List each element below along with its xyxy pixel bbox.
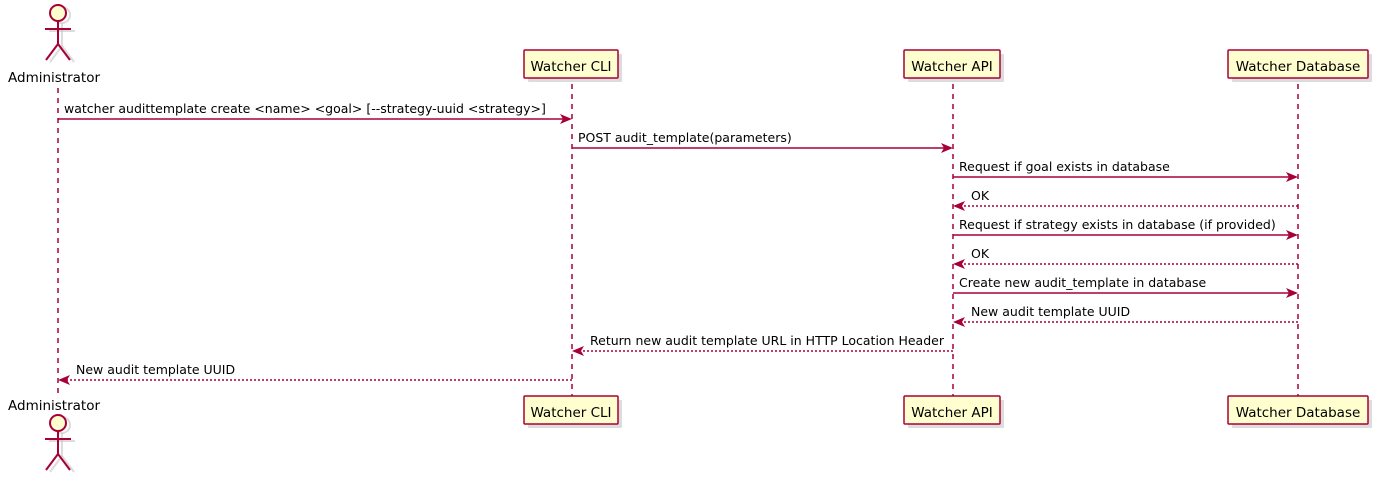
message-3[interactable]: Request if goal exists in database [953, 159, 1298, 182]
actor-left-leg-line [45, 43, 59, 61]
message-9-label: Return new audit template URL in HTTP Lo… [590, 333, 945, 348]
message-8-arrowhead [953, 317, 965, 327]
message-2-arrowhead [941, 143, 953, 153]
message-1[interactable]: watcher audittemplate create <name> <goa… [58, 101, 572, 124]
actor-left-leg-line [45, 453, 59, 471]
participant-box-watcher-api-bottom[interactable]: Watcher API [903, 395, 1004, 428]
message-6-arrowhead [953, 259, 965, 269]
message-2-label: POST audit_template(parameters) [578, 130, 792, 145]
actor-shadow-top [49, 6, 75, 63]
participant-box-rect [903, 395, 1001, 425]
message-3-label: Request if goal exists in database [959, 159, 1170, 174]
message-6-label: OK [971, 246, 990, 261]
actor-right-leg-line [57, 453, 71, 471]
participant-label-watcher-api-top: Watcher API [911, 59, 993, 75]
participant-label-watcher-database-top: Watcher Database [1236, 59, 1361, 75]
actor-head-icon [49, 4, 67, 22]
participant-box-watcher-api-top[interactable]: Watcher API [903, 49, 1004, 82]
message-5-label: Request if strategy exists in database (… [959, 217, 1276, 232]
participant-label-watcher-cli-top: Watcher CLI [530, 59, 611, 75]
participant-box-rect [1227, 49, 1369, 79]
participant-box-watcher-cli-bottom[interactable]: Watcher CLI [523, 395, 622, 428]
actor-right-leg-line [57, 43, 71, 61]
message-3-arrowhead [1286, 172, 1298, 182]
participant-box-watcher-cli-top[interactable]: Watcher CLI [523, 49, 622, 82]
message-2[interactable]: POST audit_template(parameters) [572, 130, 953, 153]
lifelines-layer [57, 84, 1299, 396]
participant-box-rect [523, 395, 619, 425]
participant-label-watcher-api-bottom: Watcher API [911, 405, 993, 421]
message-5-arrowhead [1286, 230, 1298, 240]
message-10-arrowhead [58, 375, 70, 385]
actor-label-administrator-top: Administrator [8, 70, 100, 86]
actor-administrator-top[interactable]: Administrator [8, 4, 100, 86]
message-9[interactable]: Return new audit template URL in HTTP Lo… [572, 333, 953, 356]
message-7[interactable]: Create new audit_template in database [953, 275, 1298, 298]
message-1-arrowhead [560, 114, 572, 124]
actor-administrator-bottom[interactable]: Administrator [8, 398, 100, 473]
message-7-arrowhead [1286, 288, 1298, 298]
participant-label-watcher-cli-bottom: Watcher CLI [530, 405, 611, 421]
participant-box-rect [903, 49, 1001, 79]
participant-box-watcher-database-top[interactable]: Watcher Database [1227, 49, 1372, 82]
message-6[interactable]: OK [953, 246, 1298, 269]
participant-box-rect [1227, 395, 1369, 425]
message-4-arrowhead [953, 201, 965, 211]
message-8[interactable]: New audit template UUID [953, 304, 1298, 327]
message-5[interactable]: Request if strategy exists in database (… [953, 217, 1298, 240]
participant-label-watcher-database-bottom: Watcher Database [1236, 405, 1361, 421]
actor-head-icon [49, 414, 67, 432]
message-10[interactable]: New audit template UUID [58, 362, 572, 385]
participant-box-watcher-database-bottom[interactable]: Watcher Database [1227, 395, 1372, 428]
participant-box-rect [523, 49, 619, 79]
actor-label-administrator-bottom: Administrator [8, 398, 100, 414]
message-8-label: New audit template UUID [971, 304, 1130, 319]
message-4-label: OK [971, 188, 990, 203]
message-10-label: New audit template UUID [76, 362, 235, 377]
message-9-arrowhead [572, 346, 584, 356]
message-1-label: watcher audittemplate create <name> <goa… [64, 101, 546, 116]
message-4[interactable]: OK [953, 188, 1298, 211]
message-7-label: Create new audit_template in database [959, 275, 1206, 290]
